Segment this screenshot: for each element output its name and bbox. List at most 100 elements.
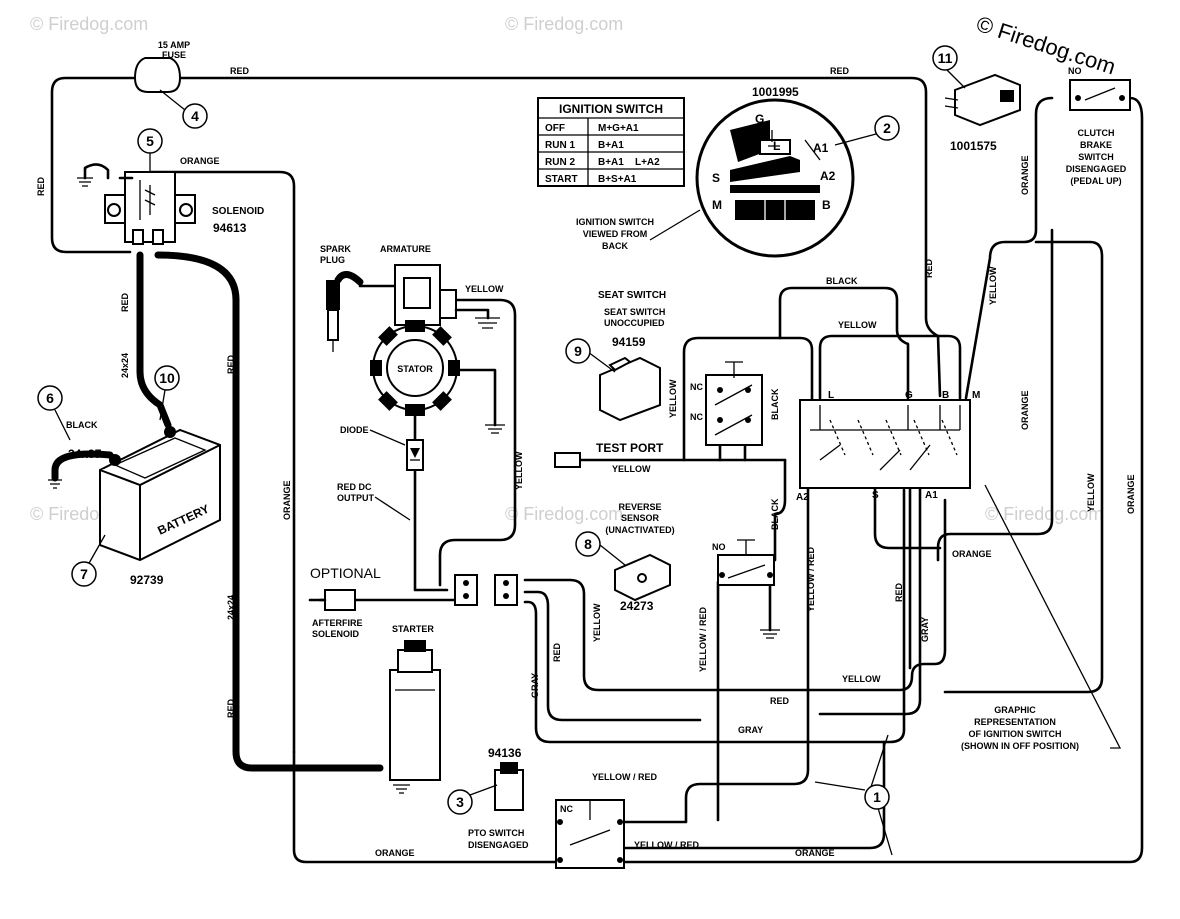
- wire-label: YELLOW / RED: [634, 840, 700, 850]
- armature-label: ARMATURE: [380, 244, 431, 254]
- red-dc-output: RED DC OUTPUT: [337, 482, 411, 521]
- red-dc-label-1: RED DC: [337, 482, 372, 492]
- ign-term-s: S: [712, 171, 720, 185]
- svg-text:5: 5: [146, 133, 154, 149]
- clutch-label-5: (PEDAL UP): [1070, 176, 1121, 186]
- wire-label: ORANGE: [795, 848, 835, 858]
- callout-3: 3: [447, 784, 498, 815]
- ign-term-a1: A1: [813, 141, 829, 155]
- cable-label: 24x24: [226, 595, 236, 620]
- ign-term-b: B: [822, 198, 831, 212]
- wire-label: YELLOW: [592, 603, 602, 642]
- ign-view-label-3: BACK: [602, 241, 628, 251]
- wire-label: ORANGE: [375, 848, 415, 858]
- callout-9: 9: [565, 338, 616, 373]
- wire-label: BLACK: [770, 498, 780, 530]
- svg-text:9: 9: [574, 343, 582, 359]
- seat-nc-1: NC: [690, 382, 703, 392]
- connector-11-part: 1001575: [950, 139, 997, 153]
- callout-5: 5: [137, 128, 163, 172]
- ignition-table-conn: B+A1 L+A2: [598, 157, 660, 168]
- pto-nc-label: NC: [560, 804, 573, 814]
- reverse-label-1: REVERSE: [618, 502, 661, 512]
- starter[interactable]: STARTER: [389, 624, 441, 794]
- wire-label: ORANGE: [1020, 155, 1030, 195]
- wire-label: ORANGE: [1020, 390, 1030, 430]
- wire-label: ORANGE: [180, 156, 220, 166]
- solenoid[interactable]: SOLENOID 94613: [77, 163, 264, 245]
- graphic-ignition-switch: L G B M A2 S A1 GRAPHIC REPRESENTATION O…: [796, 390, 1122, 751]
- spark-plug-label-2: PLUG: [320, 255, 345, 265]
- wire-label: RED: [120, 292, 130, 312]
- pto-switch-contacts: NC: [555, 799, 625, 869]
- watermark-faint: © Firedog.com: [505, 504, 623, 524]
- wire-label: GRAY: [920, 617, 930, 642]
- callout-8: 8: [575, 531, 626, 566]
- svg-text:11: 11: [938, 50, 953, 66]
- stator-label: STATOR: [397, 364, 433, 374]
- svg-text:4: 4: [191, 108, 199, 124]
- ignition-table-conn: M+G+A1: [598, 123, 639, 134]
- wire-label: ORANGE: [282, 480, 292, 520]
- callout-4: 4: [159, 89, 208, 129]
- clutch-brake-switch[interactable]: NO CLUTCH BRAKE SWITCH DISENGAGED (PEDAL…: [1066, 66, 1131, 186]
- wire-label: YELLOW / RED: [698, 607, 708, 673]
- test-port-label: TEST PORT: [596, 441, 664, 455]
- armature[interactable]: ARMATURE: [358, 244, 500, 329]
- ign-term-a2: A2: [820, 169, 836, 183]
- pto-switch[interactable]: 94136 PTO SWITCH DISENGAGED: [468, 746, 529, 850]
- ignition-switch-face[interactable]: G L A1 A2 S M B 1001995 IGNITION SWITCH …: [576, 85, 855, 258]
- wire-label: RED: [552, 642, 562, 662]
- test-port[interactable]: TEST PORT: [554, 441, 664, 468]
- wire-label: RED: [36, 176, 46, 196]
- gr-term-s: S: [872, 490, 879, 501]
- wire-label: YELLOW: [988, 266, 998, 305]
- watermark-faint: © Firedog.com: [985, 504, 1103, 524]
- seat-switch-title: SEAT SWITCH: [598, 290, 666, 301]
- wire-label: RED: [226, 698, 236, 718]
- wire-label: YELLOW: [612, 464, 651, 474]
- battery[interactable]: BATTERY 92739: [48, 426, 221, 587]
- wire-label: YELLOW: [1086, 473, 1096, 512]
- svg-text:3: 3: [456, 794, 464, 810]
- reverse-label-3: (UNACTIVATED): [605, 525, 674, 535]
- starter-label: STARTER: [392, 624, 434, 634]
- graphic-rep-label-3: OF IGNITION SWITCH: [969, 729, 1062, 739]
- svg-text:7: 7: [80, 566, 88, 582]
- svg-text:2: 2: [883, 120, 891, 136]
- wire-label: BLACK: [66, 420, 98, 430]
- reverse-sensor[interactable]: REVERSE SENSOR (UNACTIVATED) 24273: [605, 502, 674, 613]
- fuse-label-2: FUSE: [162, 50, 186, 60]
- callout-1: 1: [814, 734, 893, 856]
- wire-label: RED: [830, 66, 850, 76]
- afterfire-solenoid[interactable]: OPTIONAL AFTERFIRE SOLENOID: [308, 565, 381, 639]
- gr-term-a1: A1: [925, 490, 938, 501]
- callout-7: 7: [71, 534, 106, 587]
- seat-switch-label-1: SEAT SWITCH: [604, 307, 665, 317]
- wire-label: BLACK: [770, 388, 780, 420]
- spark-plug-label-1: SPARK: [320, 244, 351, 254]
- connector-11[interactable]: 1001575: [944, 73, 1021, 153]
- spark-plug[interactable]: SPARK PLUG: [320, 244, 364, 352]
- svg-text:10: 10: [159, 370, 175, 386]
- ignition-table-pos: START: [545, 174, 578, 185]
- clutch-label-3: SWITCH: [1078, 152, 1114, 162]
- seat-switch[interactable]: SEAT SWITCH SEAT SWITCH UNOCCUPIED 94159: [598, 290, 666, 422]
- ign-term-l: L: [773, 139, 780, 153]
- seat-nc-2: NC: [690, 412, 703, 422]
- wire-label: RED: [770, 696, 790, 706]
- ign-view-label-2: VIEWED FROM: [583, 229, 648, 239]
- watermark-faint: © Firedog.com: [30, 14, 148, 34]
- ignition-table-conn: B+S+A1: [598, 174, 637, 185]
- stator[interactable]: STATOR: [370, 320, 505, 434]
- callout-10: 10: [154, 365, 180, 421]
- ign-term-g: G: [755, 112, 764, 126]
- wire-label: BLACK: [826, 276, 858, 286]
- callout-11: 11: [932, 45, 966, 89]
- fuse[interactable]: 15 AMP FUSE: [133, 40, 190, 93]
- afterfire-label-1: AFTERFIRE: [312, 618, 363, 628]
- wire-label: YELLOW / RED: [592, 772, 658, 782]
- ignition-table-pos: RUN 2: [545, 157, 575, 168]
- main-connector[interactable]: [454, 574, 518, 606]
